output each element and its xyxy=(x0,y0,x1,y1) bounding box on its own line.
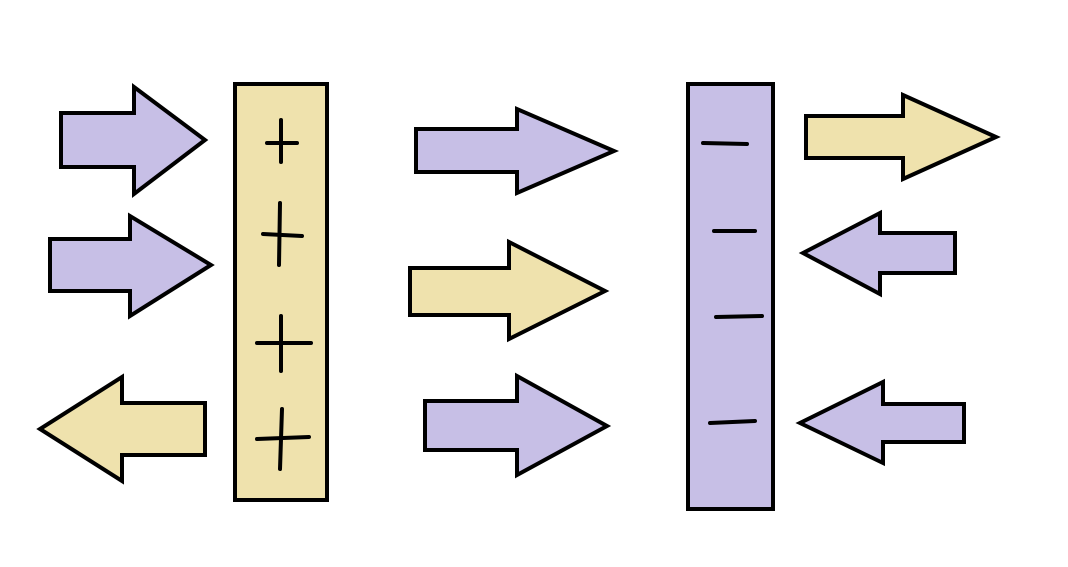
left-arrow-icon xyxy=(36,373,207,485)
right-arrow-icon xyxy=(423,372,612,479)
plus-sign xyxy=(265,118,299,164)
minus-sign xyxy=(714,314,764,319)
negative-plate xyxy=(686,82,775,511)
plus-sign xyxy=(255,314,313,373)
minus-sign xyxy=(708,419,757,425)
right-arrow-icon xyxy=(59,83,209,199)
positive-plate xyxy=(233,82,329,502)
right-arrow-icon xyxy=(408,238,610,343)
right-arrow-icon xyxy=(48,212,215,320)
negative-plate-body xyxy=(686,82,775,511)
plus-sign xyxy=(261,201,304,267)
right-arrow-icon xyxy=(804,91,1001,183)
left-arrow-icon xyxy=(795,378,966,467)
plus-sign xyxy=(255,407,311,471)
minus-sign xyxy=(701,141,749,146)
right-arrow-icon xyxy=(414,105,620,197)
left-arrow-icon xyxy=(798,209,957,298)
